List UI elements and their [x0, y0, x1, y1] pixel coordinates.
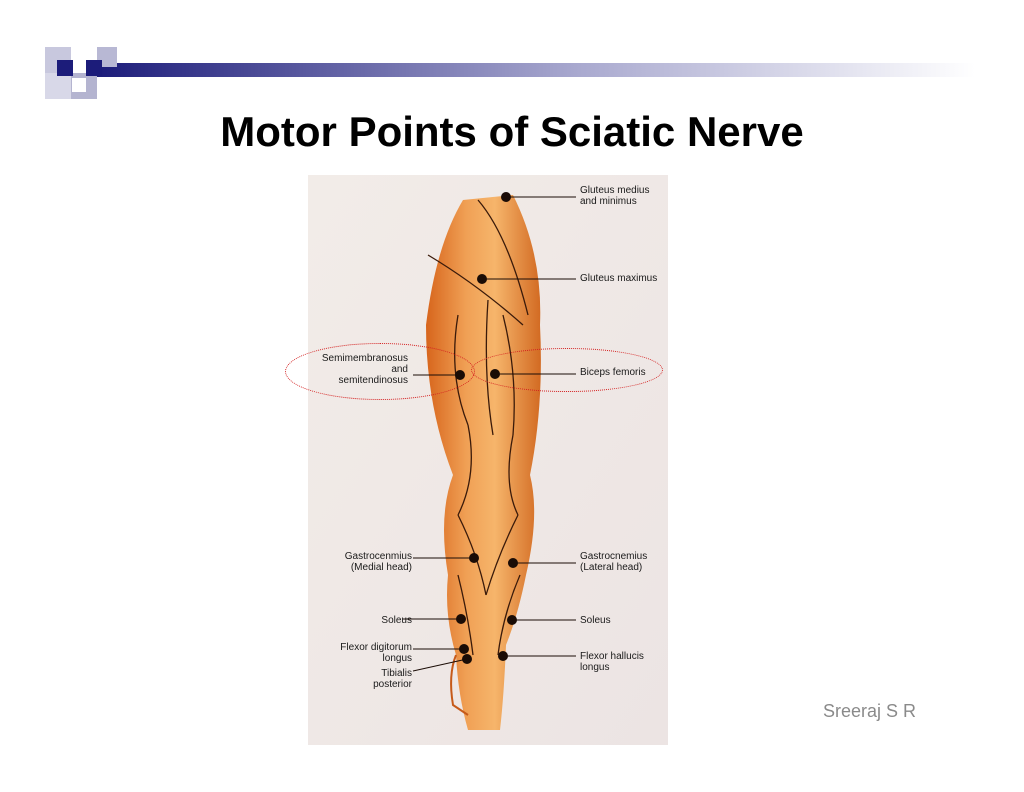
highlight-ellipse-biceps-femoris [471, 348, 663, 392]
label-gastrocnemius-lateral: Gastrocnemius (Lateral head) [580, 551, 648, 573]
label-flexor-hallucis: Flexor hallucis longus [580, 651, 644, 673]
label-gastrocnemius-medial: Gastrocenmius (Medial head) [344, 551, 412, 573]
label-tibialis-posterior: Tibialis posterior [373, 668, 412, 690]
label-soleus-right: Soleus [580, 615, 611, 626]
slide-title: Motor Points of Sciatic Nerve [220, 108, 804, 155]
header-decoration [45, 47, 975, 99]
label-gluteus-maximus: Gluteus maximus [580, 273, 658, 284]
label-gluteus-medius: Gluteus medius and minimus [580, 185, 650, 207]
label-soleus-left: Soleus [381, 615, 412, 626]
label-semimembranosus: Semimembranosus and semitendinosus [321, 353, 408, 386]
label-flexor-digitorum: Flexor digitorum longus [340, 642, 412, 664]
label-biceps-femoris: Biceps femoris [580, 367, 646, 378]
leg-anatomy-illustration [308, 175, 668, 745]
author-credit: Sreeraj S R [823, 701, 917, 721]
